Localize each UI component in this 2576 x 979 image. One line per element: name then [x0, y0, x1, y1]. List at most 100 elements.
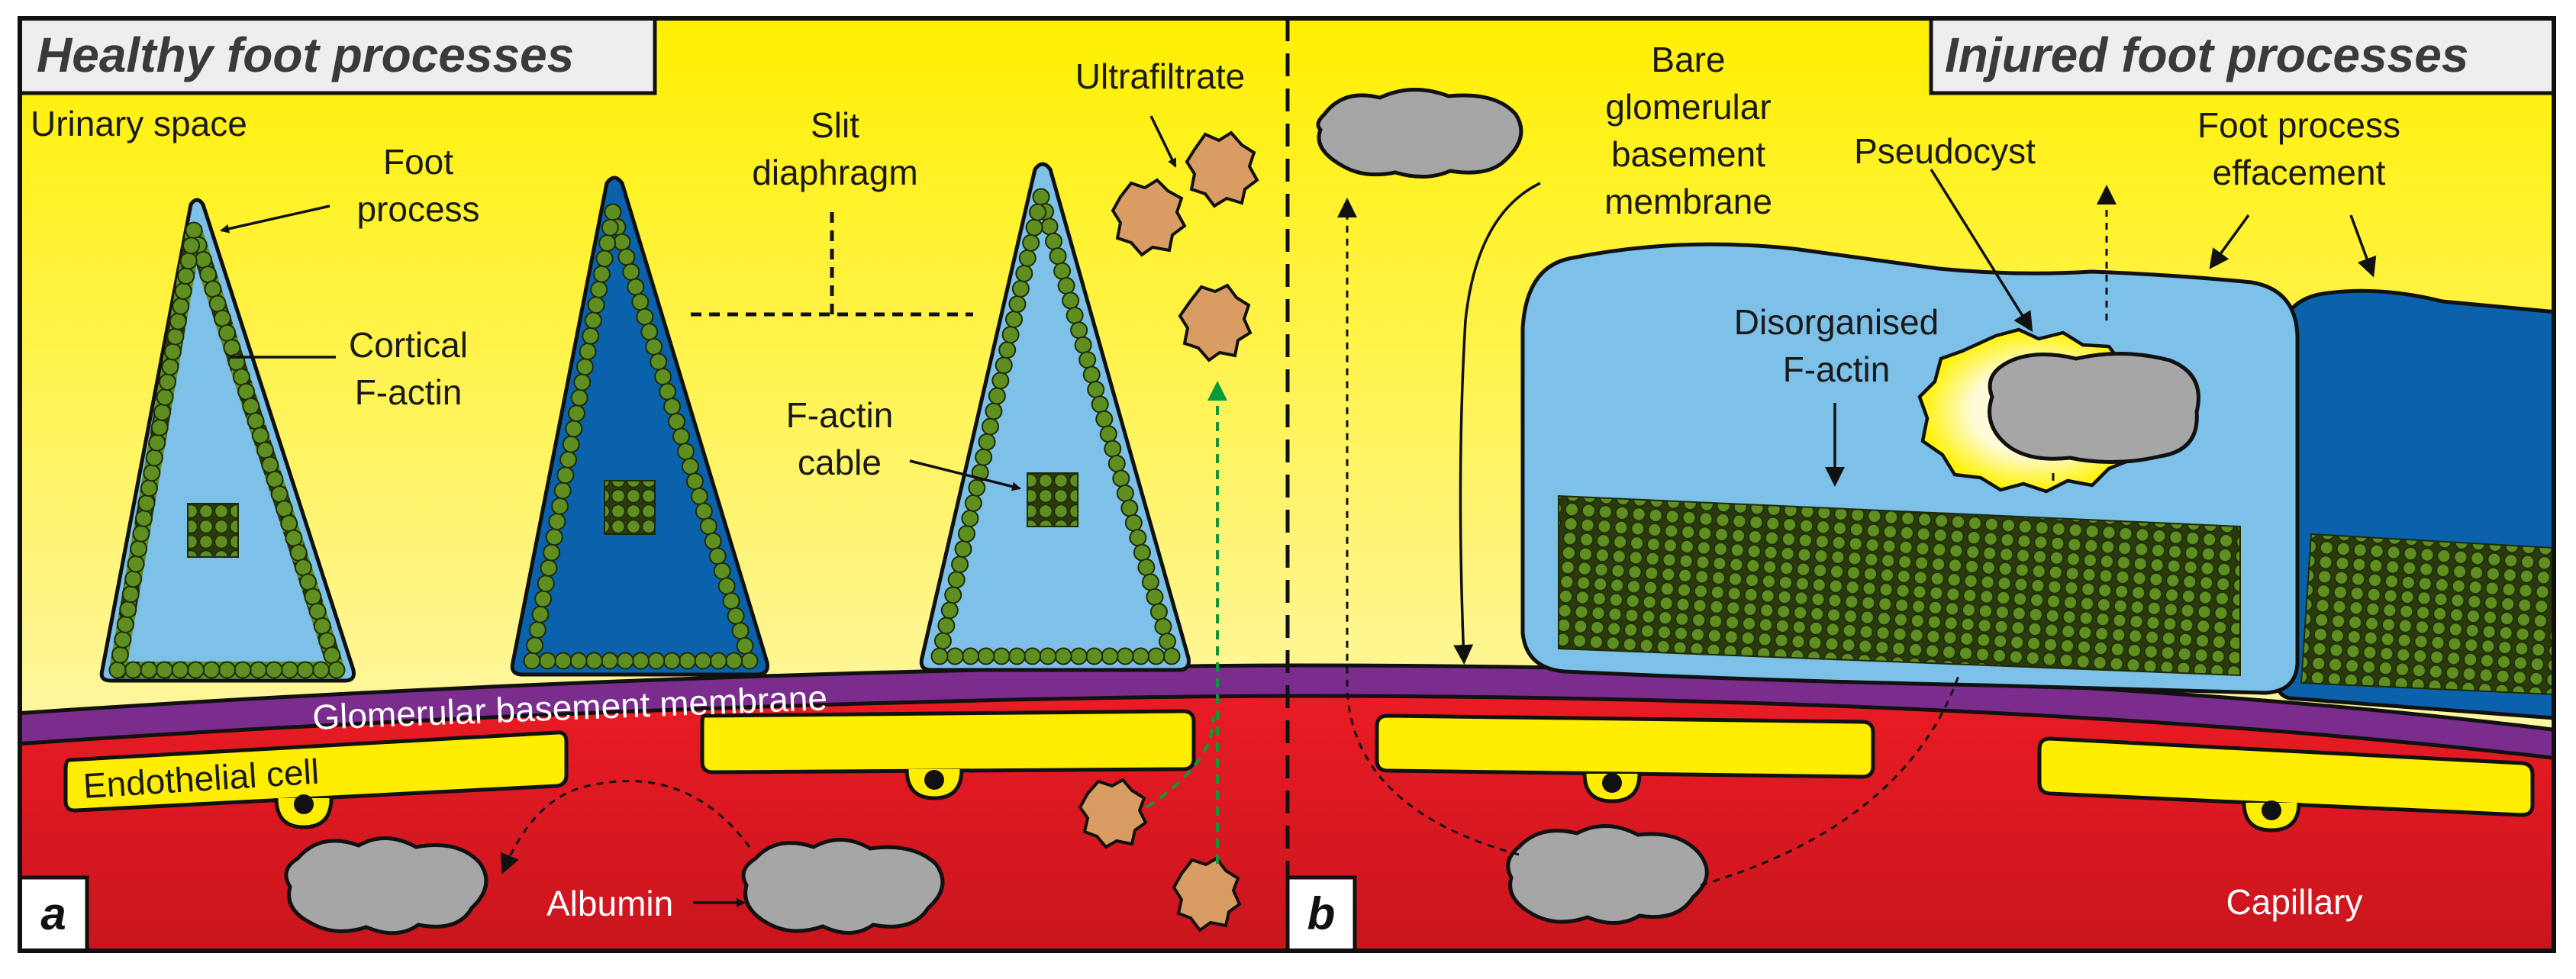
foot-process-3 [919, 162, 1191, 672]
actin-bead [957, 524, 975, 543]
actin-bead [717, 577, 736, 595]
panel-b: Injured foot processes Bare glomerular b… [1285, 18, 2554, 951]
actin-cable-bundle [1027, 472, 1078, 527]
label-foot-process-1: Foot [383, 142, 453, 182]
actin-bead [654, 368, 672, 386]
actin-bead [1154, 617, 1172, 636]
actin-bead [1062, 291, 1080, 310]
actin-bead [672, 427, 690, 446]
actin-bead [108, 661, 127, 679]
actin-bead [1116, 647, 1134, 665]
actin-bead [232, 368, 250, 386]
actin-bead [1095, 410, 1114, 428]
actin-bead [640, 323, 659, 341]
label-factin-cable-2: cable [798, 443, 882, 482]
actin-bead-ring-2 [523, 203, 759, 670]
actin-bead [528, 620, 546, 639]
actin-bead [1053, 262, 1072, 280]
actin-bead [242, 397, 260, 415]
actin-bead [681, 457, 699, 475]
actin-bead [247, 412, 265, 430]
actin-bead [289, 543, 308, 562]
actin-bead [933, 632, 952, 650]
actin-bead [281, 661, 298, 679]
disorganised-actin-mesh [1558, 494, 2241, 677]
actin-bead [659, 382, 677, 401]
label-bare-1: Bare [1651, 40, 1725, 79]
actin-bead [294, 559, 312, 577]
actin-bead [645, 337, 663, 356]
actin-bead [153, 403, 172, 421]
actin-bead [1101, 647, 1119, 665]
actin-bead [538, 652, 556, 670]
actin-bead [121, 585, 140, 604]
actin-bead [1032, 188, 1050, 206]
actin-bead [1022, 233, 1040, 252]
actin-bead [998, 341, 1017, 359]
panel-b-letter-box [1285, 875, 1357, 951]
endothelial-cell-2 [700, 709, 1196, 800]
actin-bead [554, 652, 572, 670]
actin-bead [685, 472, 704, 491]
actin-bead [582, 327, 600, 345]
actin-bead [148, 433, 166, 452]
endothelial-cell-3 [1375, 713, 1875, 803]
foot-process-pointer [220, 204, 330, 233]
actin-bead [1040, 217, 1059, 236]
actin-bead [318, 632, 337, 650]
actin-bead [1024, 647, 1042, 665]
actin-bead [631, 293, 650, 311]
actin-bead [601, 218, 619, 237]
actin-bead [218, 661, 236, 679]
ultrafiltrate-particle [1078, 778, 1148, 849]
panel-b-letter: b [1307, 888, 1336, 939]
actin-bead [1112, 469, 1130, 488]
actin-bead [256, 441, 274, 459]
actin-bead [185, 221, 203, 240]
actin-bead [647, 652, 666, 670]
actin-bead [116, 615, 134, 633]
label-slit-1: Slit [811, 105, 859, 145]
actin-bead [137, 494, 156, 513]
actin-bead [584, 311, 602, 330]
actin-bead [265, 661, 283, 679]
actin-bead [553, 481, 572, 500]
actin-bead [275, 500, 293, 518]
actin-bead [537, 575, 555, 593]
actin-bead [304, 588, 322, 606]
actin-bead [1049, 247, 1067, 266]
label-albumin: Albumin [546, 884, 673, 923]
actin-bead [143, 464, 161, 482]
actin-bead [1025, 218, 1043, 237]
actin-bead [280, 514, 298, 533]
actin-bead [595, 250, 614, 268]
actin-bead [930, 647, 949, 665]
ultrafiltrate-particle [1178, 283, 1253, 362]
label-cortical-2: F-actin [355, 372, 463, 412]
actin-bead [124, 570, 143, 588]
actin-bead [708, 547, 727, 565]
pseudocyst-albumin [1988, 352, 2200, 465]
actin-bead [988, 387, 1006, 405]
actin-bead [694, 652, 712, 670]
actin-bead [995, 356, 1013, 375]
actin-bead [598, 234, 617, 253]
disorganised-actin-mesh [2300, 533, 2554, 696]
label-cortical-1: Cortical [349, 325, 468, 365]
actin-bead [991, 372, 1010, 390]
actin-bead [736, 636, 754, 655]
actin-bead [313, 617, 331, 635]
actin-bead [731, 622, 750, 640]
albumin-molecule-filtered [1316, 88, 1523, 179]
effaced-foot-process-dark [2276, 288, 2554, 720]
label-disorganised-2: F-actin [1783, 349, 1891, 389]
actin-bead [1008, 295, 1027, 313]
effacement-pointer [2349, 214, 2377, 278]
actin-bead [127, 555, 145, 573]
ultrafiltrate-particle [1185, 130, 1259, 208]
actin-bead [699, 517, 717, 536]
actin-bead [590, 280, 608, 298]
actin-bead [604, 203, 622, 221]
actin-bead [150, 418, 169, 436]
actin-bead [947, 571, 966, 589]
